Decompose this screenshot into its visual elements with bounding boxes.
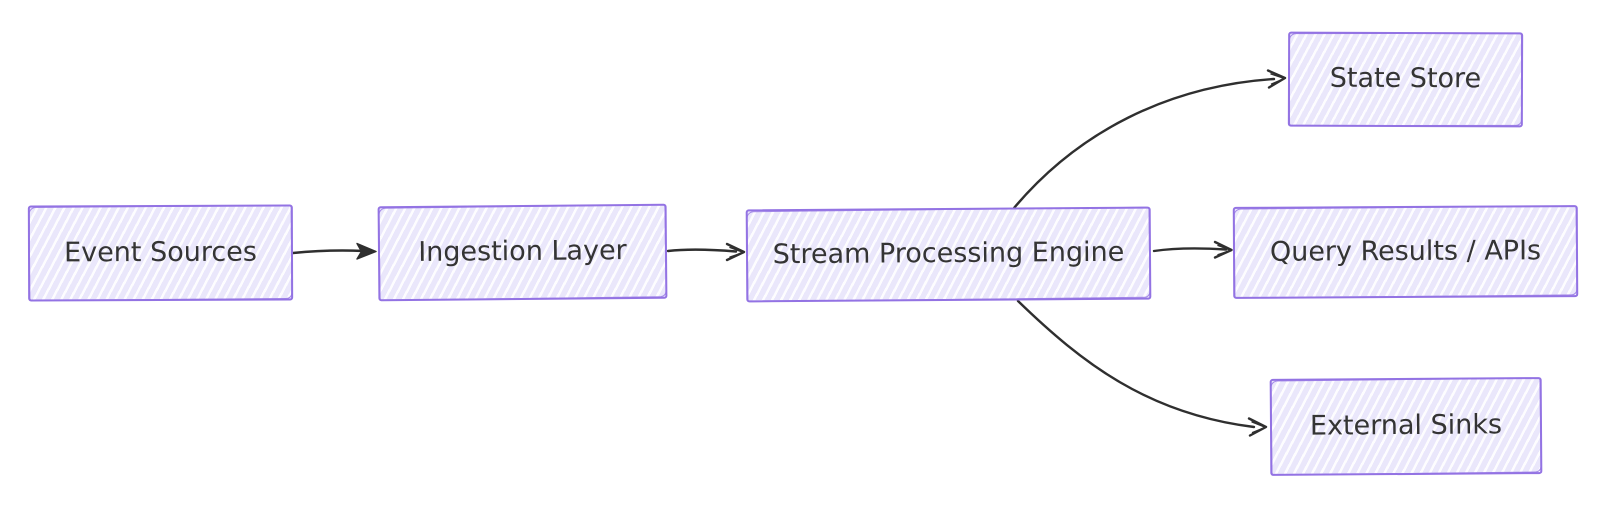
edge-stream-processing-to-external-sinks bbox=[1016, 299, 1268, 437]
node-label: Query Results / APIs bbox=[1269, 235, 1542, 268]
node-label: External Sinks bbox=[1309, 409, 1503, 442]
edge-stream-processing-to-state-store bbox=[1012, 69, 1287, 210]
node-event-sources: Event Sources bbox=[27, 204, 294, 302]
edge-stream-processing-to-query-results bbox=[1152, 240, 1233, 259]
node-ingestion-layer: Ingestion Layer bbox=[377, 203, 668, 302]
node-state-store: State Store bbox=[1287, 31, 1524, 128]
node-label: Stream Processing Engine bbox=[772, 237, 1125, 271]
node-query-results-apis: Query Results / APIs bbox=[1232, 205, 1579, 299]
node-external-sinks: External Sinks bbox=[1269, 377, 1543, 476]
node-stream-processing-engine: Stream Processing Engine bbox=[745, 206, 1152, 303]
edge-event-sources-to-ingestion-layer bbox=[291, 242, 377, 260]
node-label: Ingestion Layer bbox=[418, 235, 627, 269]
node-label: State Store bbox=[1329, 63, 1482, 95]
edge-ingestion-layer-to-stream-processing bbox=[666, 242, 746, 262]
node-label: Event Sources bbox=[64, 236, 257, 269]
